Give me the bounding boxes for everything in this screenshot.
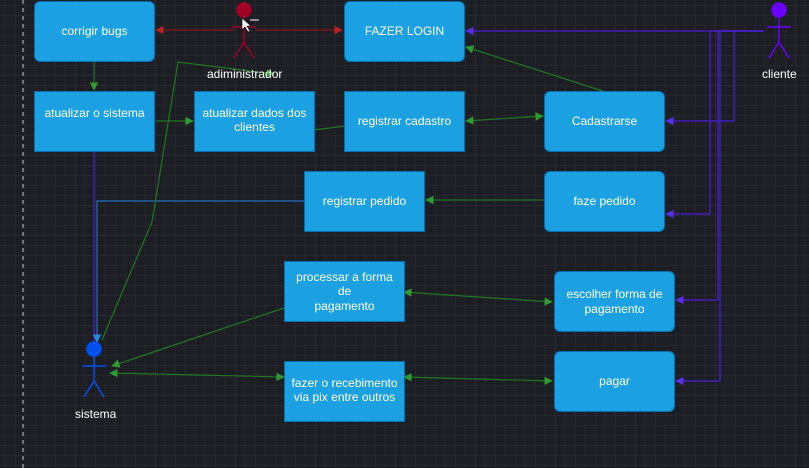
node-cadastrarse-label: Cadastrarse (571, 114, 638, 129)
edge-pedido-sistema (92, 200, 304, 343)
node-escolher-pagamento[interactable]: escolher forma de pagamento (554, 271, 675, 332)
node-fazer-login-label: FAZER LOGIN (364, 24, 445, 39)
admin-actor-icon[interactable] (232, 2, 256, 59)
node-faze-pedido-label: faze pedido (573, 194, 636, 209)
client-edges (93, 26, 764, 386)
node-atualizar-sistema-label: atualizar o sistema (44, 106, 145, 120)
system-actor-icon[interactable] (82, 341, 106, 398)
edge-client-pedido (665, 30, 734, 219)
cursor-icon (241, 17, 259, 33)
node-faze-pedido[interactable]: faze pedido (544, 171, 665, 232)
node-pagar-label: pagar (599, 374, 630, 389)
node-registrar-pedido[interactable]: registrar pedido (304, 171, 425, 232)
edge-client-cadastrarse (665, 30, 764, 126)
edge-cadastro-cadastrarse (465, 112, 544, 125)
node-escolher-pagamento-label: escolher forma de pagamento (566, 287, 663, 316)
blue-edges (92, 200, 304, 343)
node-atualizar-sistema[interactable]: atualizar o sistema (34, 91, 155, 152)
edge-sistema-recebimento (109, 368, 285, 382)
client-actor-icon[interactable] (767, 2, 791, 59)
system-actor-label: sistema (75, 407, 117, 421)
client-actor-label: cliente (762, 67, 797, 81)
node-corrigir-bugs[interactable]: corrigir bugs (34, 1, 155, 62)
node-registrar-cadastro-label: registrar cadastro (357, 114, 452, 129)
edge-login-cadastrarse (465, 45, 613, 95)
node-pagar[interactable]: pagar (554, 351, 675, 412)
node-cadastrarse[interactable]: Cadastrarse (544, 91, 665, 152)
node-fazer-recebimento-label: fazer o recebimento via pix entre outros (291, 376, 398, 405)
node-processar-pagamento-label: processar a forma de pagamento (296, 270, 393, 313)
node-atualizar-dados[interactable]: atualizar dados dos clientes (194, 91, 315, 152)
edge-recebimento-pagar (403, 373, 553, 385)
node-fazer-login[interactable]: FAZER LOGIN (344, 1, 465, 62)
node-atualizar-dados-label: atualizar dados dos clientes (202, 106, 307, 135)
node-fazer-recebimento[interactable]: fazer o recebimento via pix entre outros (284, 361, 405, 422)
edge-client-pagar (675, 30, 764, 386)
node-registrar-cadastro[interactable]: registrar cadastro (344, 91, 465, 152)
node-registrar-pedido-label: registrar pedido (322, 194, 407, 209)
node-processar-pagamento[interactable]: processar a forma de pagamento (284, 261, 405, 322)
admin-actor-label: adiministrador (207, 67, 283, 81)
edge-sistema-admin (101, 61, 275, 341)
edge-processar-escolher (403, 288, 553, 306)
node-corrigir-bugs-label: corrigir bugs (61, 24, 128, 39)
edge-processar-sistema (111, 307, 285, 368)
green-edges (89, 45, 613, 385)
